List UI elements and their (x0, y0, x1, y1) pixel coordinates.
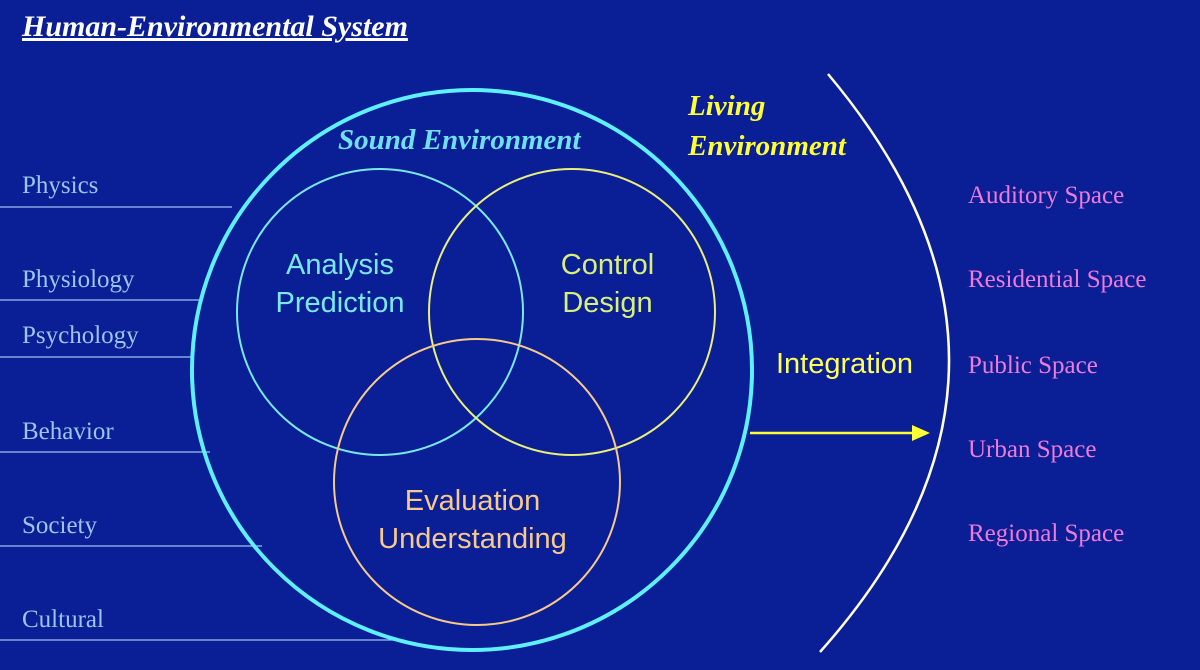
sound-environment-label: Sound Environment (338, 124, 581, 156)
living-environment-line-1: Living (688, 90, 766, 122)
integration-label: Integration (776, 348, 914, 380)
discipline-physics: Physics (22, 172, 99, 199)
evaluation-circle (333, 338, 621, 626)
space-residential: Residential Space (968, 266, 1147, 293)
sound-environment-circle (190, 88, 754, 652)
space-public: Public Space (968, 352, 1098, 379)
evaluation-understanding-label: Evaluation Understanding (350, 482, 595, 558)
page-title: Human-Environmental System (22, 10, 408, 43)
discipline-psychology: Psychology (22, 322, 139, 349)
analysis-label: Analysis (286, 249, 394, 281)
discipline-society: Society (22, 512, 97, 539)
analysis-circle (236, 168, 524, 456)
evaluation-label: Evaluation (404, 485, 541, 517)
space-regional: Regional Space (968, 520, 1125, 547)
space-urban: Urban Space (968, 436, 1097, 463)
discipline-cultural: Cultural (22, 606, 104, 633)
understanding-label: Understanding (378, 523, 567, 555)
control-circle (428, 168, 716, 456)
integration-arrow-head (912, 425, 930, 441)
design-label: Design (562, 287, 653, 319)
living-environment-line-2: Environment (688, 130, 846, 162)
space-auditory: Auditory Space (968, 182, 1125, 209)
control-design-label: Control Design (520, 246, 695, 322)
discipline-behavior: Behavior (22, 418, 114, 445)
analysis-prediction-label: Analysis Prediction (240, 246, 440, 322)
prediction-label: Prediction (275, 287, 405, 319)
control-label: Control (560, 249, 655, 281)
discipline-physiology: Physiology (22, 266, 135, 293)
living-environment-arc (819, 73, 951, 653)
living-environment-label: Living Environment (688, 86, 908, 166)
